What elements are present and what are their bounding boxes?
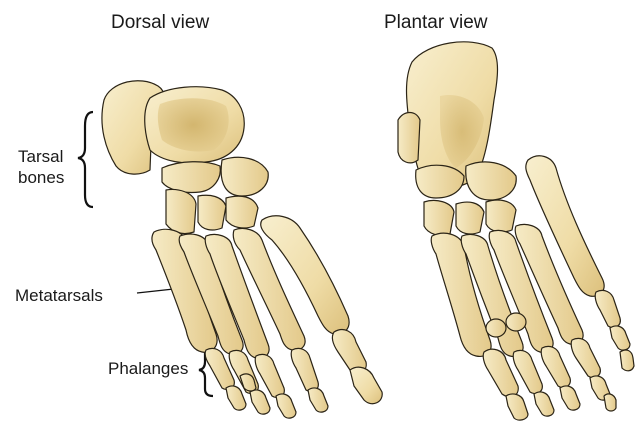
plantar-phalanx-1b [506, 394, 528, 420]
plantar-foot [398, 42, 634, 420]
plantar-phalanx-3a [541, 346, 570, 387]
dorsal-foot [102, 81, 382, 418]
plantar-cuneiform-2 [456, 202, 484, 234]
dorsal-phalanx-2b [250, 390, 270, 414]
dorsal-phalanx-4b [308, 388, 328, 412]
dorsal-navicular [162, 162, 220, 193]
plantar-phalanx-5b [610, 326, 630, 350]
plantar-phalanx-5a [595, 290, 620, 327]
dorsal-phalanx-1b [226, 386, 246, 410]
plantar-phalanx-5c [620, 350, 634, 371]
plantar-sesamoid-1 [486, 319, 506, 337]
plantar-phalanx-2b [534, 392, 554, 416]
dorsal-phalanx-3b [276, 394, 296, 418]
plantar-navicular [416, 165, 464, 198]
dorsal-phalanx-4a [291, 348, 318, 391]
plantar-phalanx-3b [560, 386, 580, 410]
dorsal-phalanx-5a [332, 330, 366, 373]
plantar-cuneiform-1 [424, 200, 454, 235]
plantar-sesamoid-2 [506, 313, 526, 331]
plantar-cuneiform-3 [486, 200, 516, 232]
dorsal-cuneiform-lateral [226, 196, 258, 228]
plantar-phalanx-4a [571, 338, 600, 377]
plantar-talus [398, 113, 420, 163]
dorsal-cuneiform-medial [166, 190, 196, 234]
plantar-phalanx-4c [604, 394, 616, 411]
dorsal-cuboid [221, 157, 268, 196]
dorsal-phalanx-5b [350, 367, 382, 404]
dorsal-cuneiform-intermediate [198, 195, 226, 230]
tarsal-bracket [78, 112, 93, 207]
dorsal-talus-shade [158, 98, 229, 151]
plantar-cuboid [466, 162, 516, 200]
